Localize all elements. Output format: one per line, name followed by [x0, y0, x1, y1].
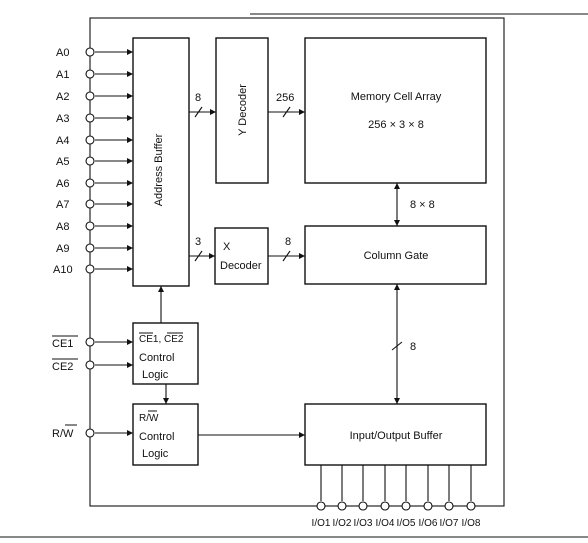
bus-addr-to-x-arrow: [209, 253, 215, 259]
pin-label-io3: I/O3: [354, 518, 373, 529]
address-pin-terminals: [85, 47, 95, 274]
bus-label-addr-to-y: 8: [195, 92, 201, 104]
io-pin-lines: [320, 465, 472, 501]
address-buffer-block: [132, 37, 190, 287]
pin-label-a1: A1: [56, 69, 69, 81]
pin-label-a2: A2: [56, 91, 69, 103]
rw-logic-label-line1: Control: [139, 431, 174, 443]
ce-logic-label-line2: Logic: [142, 369, 169, 381]
rw-control-logic-block: [132, 403, 199, 466]
x-decoder-block: [214, 227, 269, 285]
y-decoder-label: Y Decoder: [237, 84, 249, 136]
io-buffer-label: Input/Output Buffer: [350, 430, 443, 442]
bus-io-to-gate-arrow-up: [394, 284, 400, 290]
bus-x-to-gate-slash: [282, 250, 291, 262]
bus-io-to-gate-arrow-down: [394, 398, 400, 404]
pin-label-a5: A5: [56, 156, 69, 168]
pin-label-io5: I/O5: [397, 518, 416, 529]
memory-cell-array-size: 256 × 3 × 8: [368, 119, 424, 131]
x-decoder-label-line2: Decoder: [220, 260, 262, 272]
ce1-arrow: [127, 339, 133, 345]
bus-label-x-to-gate: 8: [285, 236, 291, 248]
bus-label-addr-to-x: 3: [195, 236, 201, 248]
pin-label-a9: A9: [56, 243, 69, 255]
pin-label-a8: A8: [56, 221, 69, 233]
ce-logic-label-line1: Control: [139, 352, 174, 364]
bus-y-to-array-slash: [282, 106, 291, 118]
ce-to-address-buffer-arrow: [158, 286, 164, 292]
pin-ce1-terminal: [85, 337, 95, 347]
ce2-arrow: [127, 362, 133, 368]
chip-outline: [89, 17, 505, 507]
pin-label-io1: I/O1: [312, 518, 331, 529]
pin-label-a7: A7: [56, 199, 69, 211]
pin-label-io4: I/O4: [376, 518, 395, 529]
rw-logic-label-line2: Logic: [142, 448, 169, 460]
bus-addr-to-y-slash: [194, 106, 203, 118]
pin-label-io6: I/O6: [419, 518, 438, 529]
address-pin-labels: A0 A1 A2 A3 A4 A5 A6 A7 A8 A9 A10: [53, 47, 73, 276]
bus-gate-to-array-arrow-up: [394, 183, 400, 189]
address-buffer-label: Address Buffer: [153, 133, 165, 206]
bus-io-to-gate-slash: [391, 341, 403, 351]
pin-label-a4: A4: [56, 135, 69, 147]
address-pin-arrows: [127, 49, 133, 272]
pin-label-io8: I/O8: [462, 518, 481, 529]
bus-gate-to-array-arrow-down: [394, 220, 400, 226]
rw-arrow: [127, 430, 133, 436]
bus-x-to-gate-arrow: [299, 253, 305, 259]
rw-logic-input-label: R/W: [139, 413, 159, 424]
bus-addr-to-y-arrow: [210, 109, 216, 115]
pin-label-a0: A0: [56, 47, 69, 59]
memory-cell-array-title: Memory Cell Array: [351, 91, 442, 103]
io-pin-labels: I/O1 I/O2 I/O3 I/O4 I/O5 I/O6 I/O7 I/O8: [312, 518, 481, 529]
y-decoder-block: [215, 37, 269, 184]
pin-label-io2: I/O2: [333, 518, 352, 529]
pin-rw-terminal: [85, 428, 95, 438]
ce-logic-inputs-label: CE1, CE2: [139, 334, 184, 345]
column-gate-label: Column Gate: [364, 250, 429, 262]
pin-label-io7: I/O7: [440, 518, 459, 529]
x-decoder-label-line1: X: [223, 241, 231, 253]
pin-label-a10: A10: [53, 264, 73, 276]
bus-label-y-to-array: 256: [276, 92, 294, 104]
bus-label-gate-to-array: 8 × 8: [410, 199, 435, 211]
bus-y-to-array-arrow: [299, 109, 305, 115]
rw-to-io-arrow: [299, 432, 305, 438]
io-buffer-block: [304, 403, 487, 466]
bus-addr-to-x-slash: [194, 250, 203, 262]
ce-to-rw-arrow: [163, 398, 169, 404]
pin-label-a3: A3: [56, 113, 69, 125]
pin-label-ce1: CE1: [52, 338, 73, 350]
address-pin-lines: [95, 51, 133, 270]
pin-label-rw: R/W: [52, 428, 74, 440]
memory-cell-array-block: [304, 37, 487, 184]
io-pin-terminals: [316, 501, 476, 511]
pin-label-ce2: CE2: [52, 361, 73, 373]
column-gate-block: [304, 225, 487, 285]
bus-label-io-to-gate: 8: [410, 341, 416, 353]
pin-label-a6: A6: [56, 178, 69, 190]
pin-ce2-terminal: [85, 360, 95, 370]
